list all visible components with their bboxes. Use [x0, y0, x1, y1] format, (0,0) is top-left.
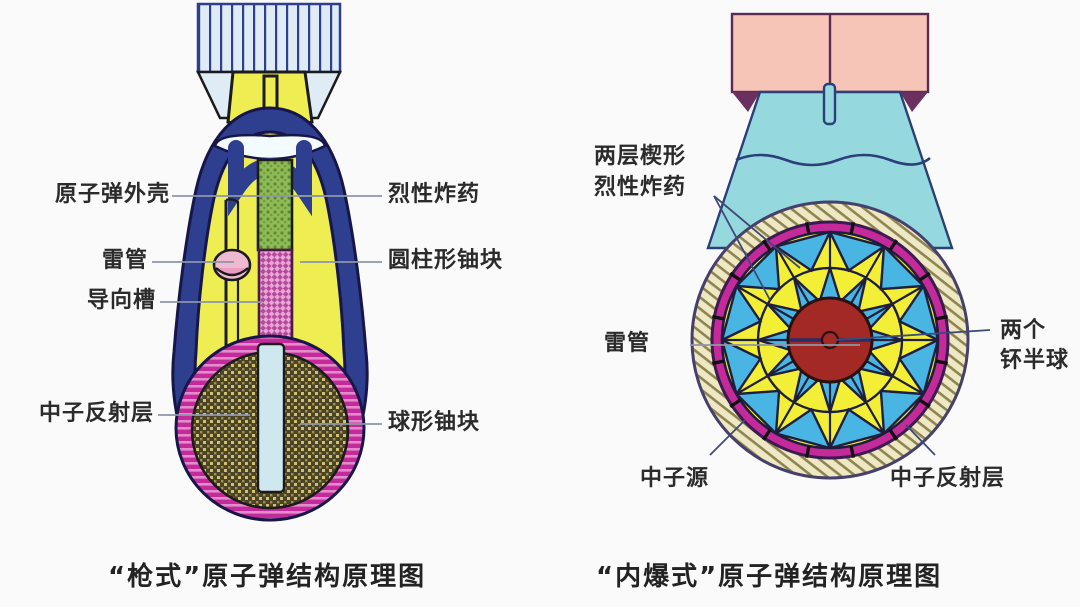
leader-neutron-reflector-right	[905, 424, 936, 456]
leader-neutron-source	[709, 419, 746, 456]
detonator-base	[215, 267, 249, 277]
label-wedge-explosive-line2: 烈性炸药	[594, 175, 687, 200]
leader-wedge-explosive-a	[713, 195, 801, 269]
label-neutron-source: 中子源	[640, 466, 710, 491]
detonator-ticks	[711, 221, 949, 459]
label-cylindrical-uranium: 圆柱形铀块	[388, 248, 504, 273]
gun-type-bomb-graphic	[152, 2, 382, 522]
bomb-body	[706, 90, 954, 250]
label-casing: 原子弹外壳	[54, 182, 170, 207]
label-spherical-uranium: 球形铀块	[388, 410, 481, 435]
label-plutonium-line2: 钚半球	[1000, 348, 1070, 373]
label-neutron-reflector-left: 中子反射层	[38, 401, 154, 426]
caption-implosion-type: “内爆式”原子弹结构原理图	[596, 562, 943, 592]
wedge-pattern	[722, 232, 938, 448]
tail-shoulder-left	[732, 92, 760, 112]
leader-wedge-explosive-b	[713, 195, 771, 301]
tail-fin-section	[196, 2, 342, 74]
central-channel	[256, 342, 286, 494]
label-detonator-left: 雷管	[101, 248, 148, 273]
firing-tube-right	[822, 82, 837, 126]
guide-groove-line-2	[225, 198, 240, 380]
label-wedge-explosive-line1: 两层楔形	[594, 144, 687, 169]
label-high-explosive: 烈性炸药	[388, 182, 481, 207]
label-guide-groove: 导向槽	[86, 288, 156, 313]
label-plutonium-line1: 两个	[1000, 318, 1047, 343]
leader-plutonium	[835, 329, 991, 341]
high-explosive-charge	[256, 158, 294, 252]
label-neutron-reflector-right: 中子反射层	[890, 466, 1006, 491]
label-detonator-right: 雷管	[604, 331, 651, 356]
implosion-bomb-graphic	[690, 12, 991, 480]
body-wave-line	[735, 153, 931, 167]
tail-shoulder-right	[900, 92, 928, 112]
caption-gun-type: “枪式”原子弹结构原理图	[108, 562, 427, 592]
